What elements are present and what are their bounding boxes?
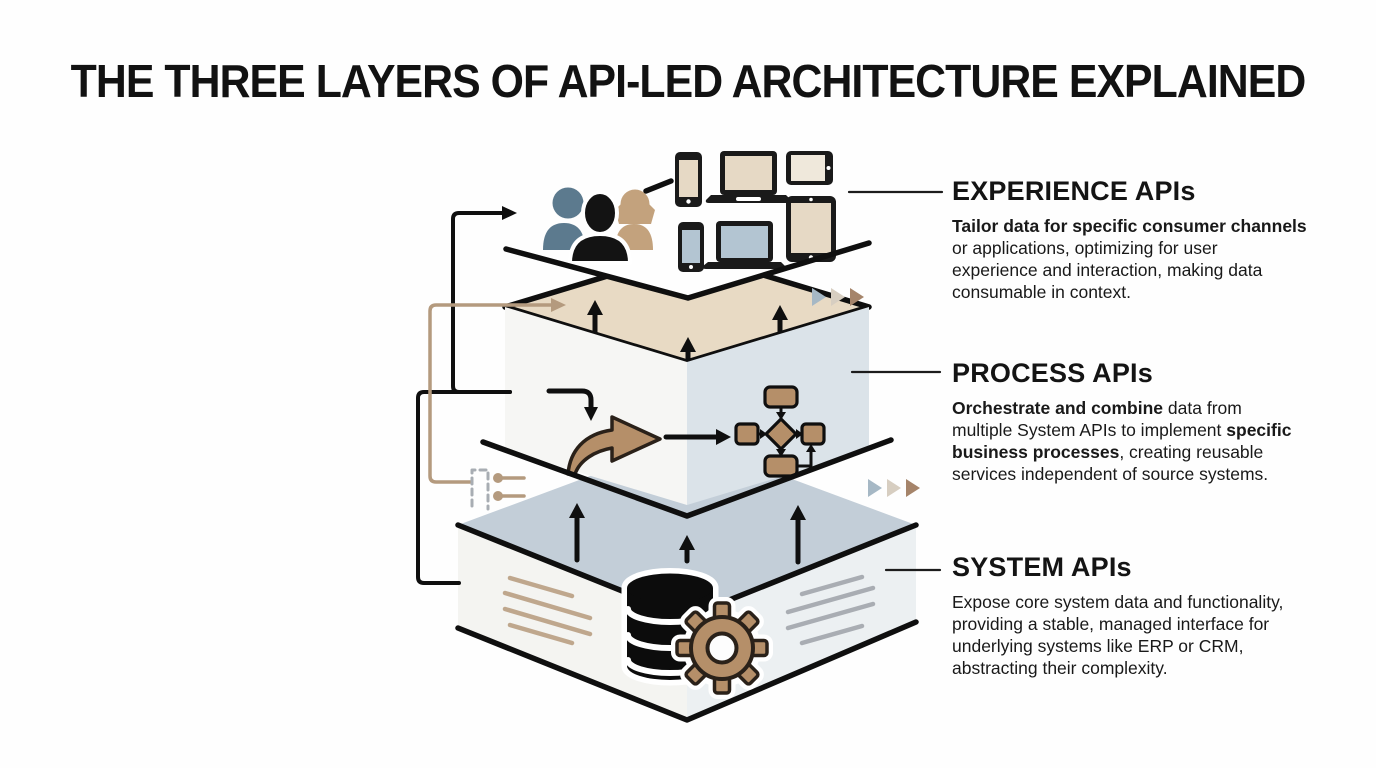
chevron-icon — [831, 288, 845, 306]
experience-apis-description: Tailor data for specific consumer channe… — [952, 216, 1307, 302]
tablet-icon — [786, 196, 836, 262]
gear-icon — [671, 597, 773, 699]
process-apis-section: PROCESS APIs Orchestrate and combine dat… — [952, 358, 1330, 485]
users-icon — [543, 187, 655, 265]
chevron-icon — [906, 479, 920, 497]
chevrons-lower — [868, 479, 920, 497]
hash-lines-left — [502, 575, 593, 646]
hook-arrow-icon — [546, 388, 598, 421]
smartphone-icon — [678, 222, 704, 272]
system-apis-section: SYSTEM APIs Expose core system data and … — [952, 552, 1330, 679]
system-layer-top-face — [458, 440, 916, 617]
up-arrows-system — [569, 503, 806, 565]
laptop-icon — [702, 221, 786, 269]
user-icon — [568, 190, 632, 265]
devices-icon — [675, 151, 836, 272]
up-arrow-icon — [790, 505, 806, 565]
system-apis-description: Expose core system data and functionalit… — [952, 592, 1284, 678]
right-arrow-icon — [663, 429, 731, 445]
process-apis-heading: PROCESS APIs — [952, 358, 1153, 388]
experience-floor-outline — [503, 178, 872, 301]
process-apis-description: Orchestrate and combine data from multip… — [952, 398, 1292, 484]
smartphone-icon — [675, 152, 702, 207]
up-arrow-icon — [569, 503, 585, 563]
hash-lines-right — [785, 574, 876, 646]
chevron-icon — [887, 479, 901, 497]
experience-apis-heading: EXPERIENCE APIs — [952, 176, 1196, 206]
connector-component-to-experience — [428, 298, 566, 484]
process-layer-floor — [480, 437, 894, 519]
component-pins-icon — [470, 468, 526, 511]
chevrons-upper — [812, 288, 864, 306]
chevron-icon — [850, 288, 864, 306]
up-arrow-icon — [679, 535, 695, 564]
chevron-icon — [868, 479, 882, 497]
page-title: THE THREE LAYERS OF API-LED ARCHITECTURE… — [70, 55, 1307, 107]
connector-process-to-system — [416, 390, 512, 585]
user-icon — [615, 189, 655, 250]
laptop-icon — [705, 151, 792, 203]
swoosh-arrow-icon — [566, 415, 662, 476]
experience-apis-section: EXPERIENCE APIs Tailor data for specific… — [952, 176, 1330, 303]
system-apis-heading: SYSTEM APIs — [952, 552, 1132, 582]
flowchart-icon — [734, 385, 826, 478]
chevron-icon — [812, 288, 826, 306]
tablet-icon — [786, 151, 833, 185]
